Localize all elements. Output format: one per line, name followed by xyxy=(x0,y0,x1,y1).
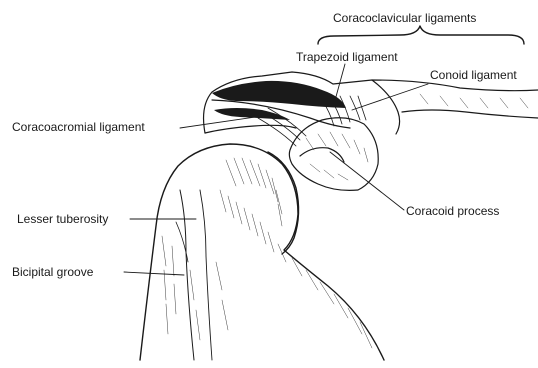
label-conoid-ligament: Conoid ligament xyxy=(430,68,517,82)
label-coracoclavicular-ligaments: Coracoclavicular ligaments xyxy=(333,11,476,25)
leader-bicipital-groove xyxy=(124,272,184,275)
label-coracoacromial-ligament: Coracoacromial ligament xyxy=(12,120,145,134)
acromion-shading xyxy=(212,81,346,108)
label-lesser-tuberosity: Lesser tuberosity xyxy=(17,212,108,226)
label-bicipital-groove: Bicipital groove xyxy=(12,265,93,279)
leader-conoid xyxy=(352,84,428,110)
leader-coracoid xyxy=(330,152,404,210)
label-trapezoid-ligament: Trapezoid ligament xyxy=(296,50,398,64)
label-coracoid-process: Coracoid process xyxy=(406,204,499,218)
coracoclavicular-brace xyxy=(318,26,524,44)
acromion-shading-2 xyxy=(214,108,290,120)
